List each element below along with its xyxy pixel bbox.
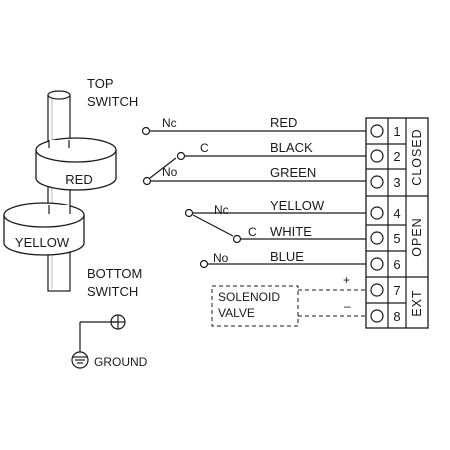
wire-black-label: BLACK [270, 140, 313, 155]
closed-group-label: CLOSED [410, 128, 424, 185]
terminal-3-screw [370, 175, 384, 189]
terminal-4-number: 4 [393, 206, 400, 221]
top-switch-label-line2: SWITCH [87, 94, 138, 109]
bottom-c-label: C [248, 225, 257, 239]
solenoid-label-line2: VALVE [218, 306, 255, 320]
terminal-6-number: 6 [393, 257, 400, 272]
bottom-switch-contacts: Nc C No [184, 203, 257, 269]
bottom-nc-terminal [184, 208, 194, 218]
bottom-no-terminal [199, 259, 209, 269]
solenoid-valve: SOLENOID VALVE + – [211, 273, 372, 327]
terminal-7-number: 7 [393, 283, 400, 298]
wire-red-label: RED [270, 115, 297, 130]
terminal-block: 1 2 3 4 5 6 7 8 CLOSED OPEN EXT [365, 117, 429, 329]
wire-yellow-label: YELLOW [270, 198, 325, 213]
yellow-cam-label: YELLOW [15, 235, 70, 250]
open-group-label: OPEN [410, 217, 424, 256]
top-nc-terminal [141, 126, 151, 136]
solenoid-minus-label: – [344, 299, 351, 313]
terminal-7-screw [370, 283, 384, 297]
solenoid-plus-label: + [343, 273, 350, 287]
wires: RED BLACK GREEN YELLOW WHITE BLUE [150, 115, 372, 265]
ground-label: GROUND [94, 355, 148, 369]
top-no-label: No [162, 165, 178, 179]
terminal-3-number: 3 [393, 175, 400, 190]
top-switch-label-line1: TOP [87, 76, 114, 91]
terminal-4-screw [370, 206, 384, 220]
bottom-switch-blade [192, 214, 234, 237]
terminal-8-number: 8 [393, 309, 400, 324]
ext-group-label: EXT [410, 289, 424, 316]
bottom-nc-label: Nc [214, 203, 229, 217]
terminal-2-screw [370, 149, 384, 163]
terminal-6-screw [370, 257, 384, 271]
terminal-8-screw [370, 309, 384, 323]
switch-assembly: RED YELLOW TOP SWITCH BOTTOM SWITCH [3, 76, 142, 299]
terminal-5-screw [370, 231, 384, 245]
ground-symbol: GROUND [71, 314, 148, 369]
top-nc-label: Nc [162, 116, 177, 130]
red-cam: RED [35, 137, 117, 191]
top-switch-blade [149, 157, 177, 179]
wire-white-label: WHITE [270, 224, 312, 239]
terminal-2-number: 2 [393, 149, 400, 164]
bottom-c-terminal [232, 234, 242, 244]
top-no-terminal [142, 176, 152, 186]
wire-blue-label: BLUE [270, 249, 304, 264]
top-c-terminal [176, 151, 186, 161]
yellow-cam: YELLOW [3, 202, 85, 256]
bottom-no-label: No [213, 251, 229, 265]
red-cam-label: RED [65, 172, 92, 187]
bottom-switch-label-line1: BOTTOM [87, 266, 142, 281]
solenoid-label-line1: SOLENOID [218, 290, 280, 304]
terminal-1-screw [370, 124, 384, 138]
shaft [47, 94, 71, 292]
solenoid-box [211, 285, 299, 327]
top-c-label: C [200, 141, 209, 155]
wire-green-label: GREEN [270, 165, 316, 180]
bottom-switch-label-line2: SWITCH [87, 284, 138, 299]
terminal-5-number: 5 [393, 231, 400, 246]
top-switch-contacts: Nc C No [141, 116, 209, 186]
terminal-1-number: 1 [393, 124, 400, 139]
